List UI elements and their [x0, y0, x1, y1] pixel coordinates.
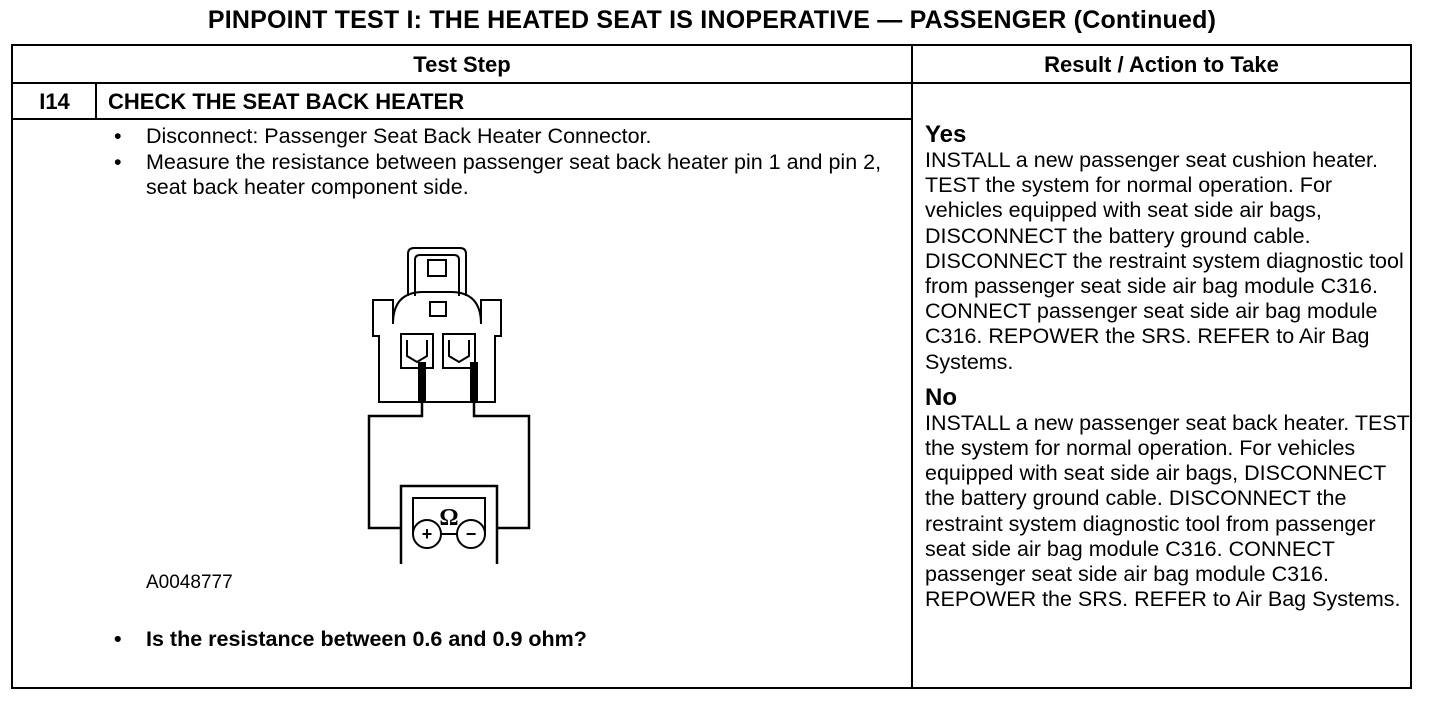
- connector-body: [372, 291, 502, 403]
- connector-ohmmeter-diagram: Ω + −: [367, 247, 531, 564]
- terminal-cavity-pin-1: [400, 333, 434, 369]
- pinpoint-test-table: Test Step Result / Action to Take I14 CH…: [11, 44, 1412, 689]
- result-no-action: INSTALL a new passenger seat back heater…: [925, 410, 1410, 612]
- result-no-label: No: [925, 383, 957, 411]
- step-question: Is the resistance between 0.6 and 0.9 oh…: [106, 626, 587, 652]
- latch-window: [427, 259, 447, 277]
- body-window: [429, 301, 447, 317]
- connector-drawing: [372, 247, 502, 403]
- column-divider: [911, 46, 913, 687]
- lead-negative: [471, 402, 531, 530]
- terminal-cavity-pin-2: [442, 333, 476, 369]
- lead-positive: [367, 402, 427, 530]
- meter-probes: [418, 362, 478, 402]
- connector-latch: [407, 247, 467, 296]
- step-title-divider: [13, 118, 911, 120]
- meter-leads: [367, 402, 531, 530]
- ohm-symbol: Ω: [439, 505, 458, 531]
- negative-terminal: [456, 519, 486, 549]
- page-title: PINPOINT TEST I: THE HEATED SEAT IS INOP…: [207, 6, 1217, 34]
- plus-symbol: +: [422, 524, 433, 544]
- step-instructions: Disconnect: Passenger Seat Back Heater C…: [106, 124, 896, 201]
- probe-negative: [470, 362, 478, 402]
- instruction-item: Measure the resistance between passenger…: [106, 150, 896, 201]
- header-result-action: Result / Action to Take: [1044, 52, 1279, 77]
- header-divider: [13, 82, 1410, 84]
- probe-positive: [418, 362, 426, 402]
- step-title: CHECK THE SEAT BACK HEATER: [108, 89, 465, 114]
- result-column: Yes INSTALL a new passenger seat cushion…: [925, 122, 1411, 622]
- positive-terminal: [412, 519, 442, 549]
- header-test-step: Test Step: [413, 52, 511, 77]
- step-id-divider: [95, 82, 97, 120]
- figure-id: A0048777: [146, 572, 233, 593]
- instruction-item: Disconnect: Passenger Seat Back Heater C…: [106, 124, 896, 150]
- result-yes-label: Yes: [925, 121, 967, 148]
- step-id: I14: [39, 89, 70, 114]
- minus-symbol: −: [466, 524, 477, 544]
- result-yes-action: INSTALL a new passenger seat cushion hea…: [925, 148, 1404, 374]
